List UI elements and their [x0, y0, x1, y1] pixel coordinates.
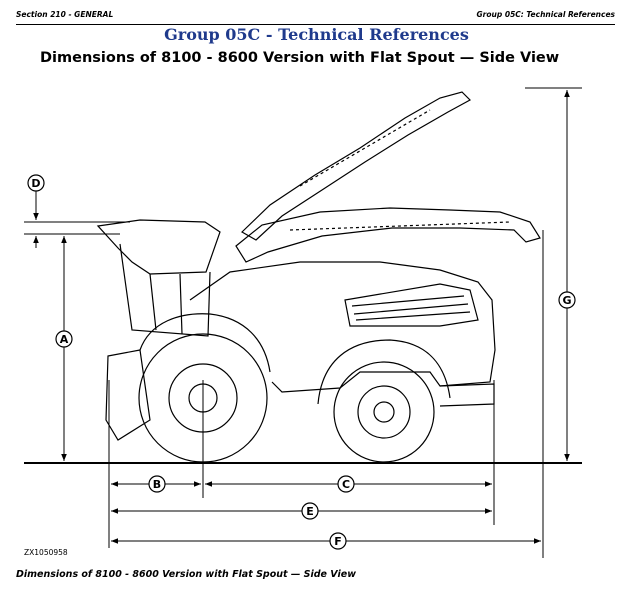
figure-caption: Dimensions of 8100 - 8600 Version with F… [16, 569, 356, 580]
dimension-c-label: C [342, 478, 350, 491]
cab-roof [96, 219, 221, 275]
harvester-outline [96, 91, 541, 463]
dimension-e-bubble [301, 502, 319, 520]
rear-fender [317, 339, 451, 405]
dimension-g-label: G [562, 294, 571, 307]
dimension-a-label: A [60, 333, 69, 346]
rear-bumper [439, 383, 495, 407]
front-fender [139, 313, 271, 373]
body-housing [189, 261, 496, 393]
rear-wheel-hub [373, 401, 395, 423]
page-title: Dimensions of 8100 - 8600 Version with F… [40, 50, 560, 66]
figure-id: ZX1050958 [24, 548, 68, 557]
section-label: Section 210 - GENERAL [16, 10, 114, 19]
front-wheel-hub [188, 383, 218, 413]
page-header: Section 210 - GENERAL Group 05C: Technic… [16, 8, 615, 25]
group-label: Group 05C: Technical References [476, 10, 615, 19]
spout-raised [241, 91, 471, 241]
front-wheel-tire [138, 333, 268, 463]
cab-frame [119, 243, 211, 337]
dimension-d-label: D [31, 177, 40, 190]
group-title: Group 05C - Technical References [164, 25, 469, 44]
engine-grille [344, 283, 479, 327]
dimension-a-bubble [55, 330, 73, 348]
dimension-e-label: E [306, 505, 314, 518]
front-wheel-rim [168, 363, 238, 433]
rear-wheel-rim [357, 385, 411, 439]
spout-flat [235, 207, 541, 263]
dimension-b-bubble [148, 475, 166, 493]
rear-wheel-tire [333, 361, 435, 463]
dimension-f-bubble [329, 532, 347, 550]
dimension-d-bubble [27, 174, 45, 192]
dimension-c-bubble [337, 475, 355, 493]
dimension-b-label: B [153, 478, 161, 491]
dimension-g-bubble [558, 291, 576, 309]
feeder-house [105, 349, 151, 441]
dimension-f-label: F [334, 535, 342, 548]
